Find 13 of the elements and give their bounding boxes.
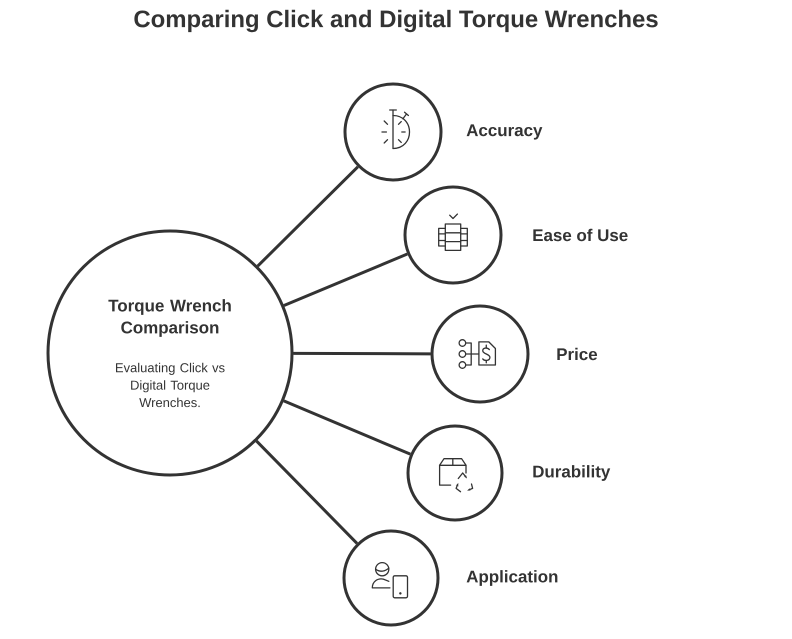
item-label: Durability: [533, 465, 610, 481]
connector-line: [283, 252, 408, 307]
item-label: Accuracy: [466, 124, 542, 140]
connector-line: [256, 166, 359, 268]
item-label: Price: [557, 348, 598, 360]
connector-line: [255, 440, 358, 544]
item-label: Ease of Use: [533, 228, 628, 242]
node-heading: Torque Wrench Comparison: [108, 299, 231, 337]
connector-line: [294, 352, 431, 356]
title: Comparing Click and Digital Torque Wrenches: [134, 10, 658, 32]
node-description: Evaluating Click vs Digital Torque Wrenches.: [116, 362, 225, 408]
item-label: Application: [466, 570, 558, 586]
connector-line: [283, 400, 411, 456]
